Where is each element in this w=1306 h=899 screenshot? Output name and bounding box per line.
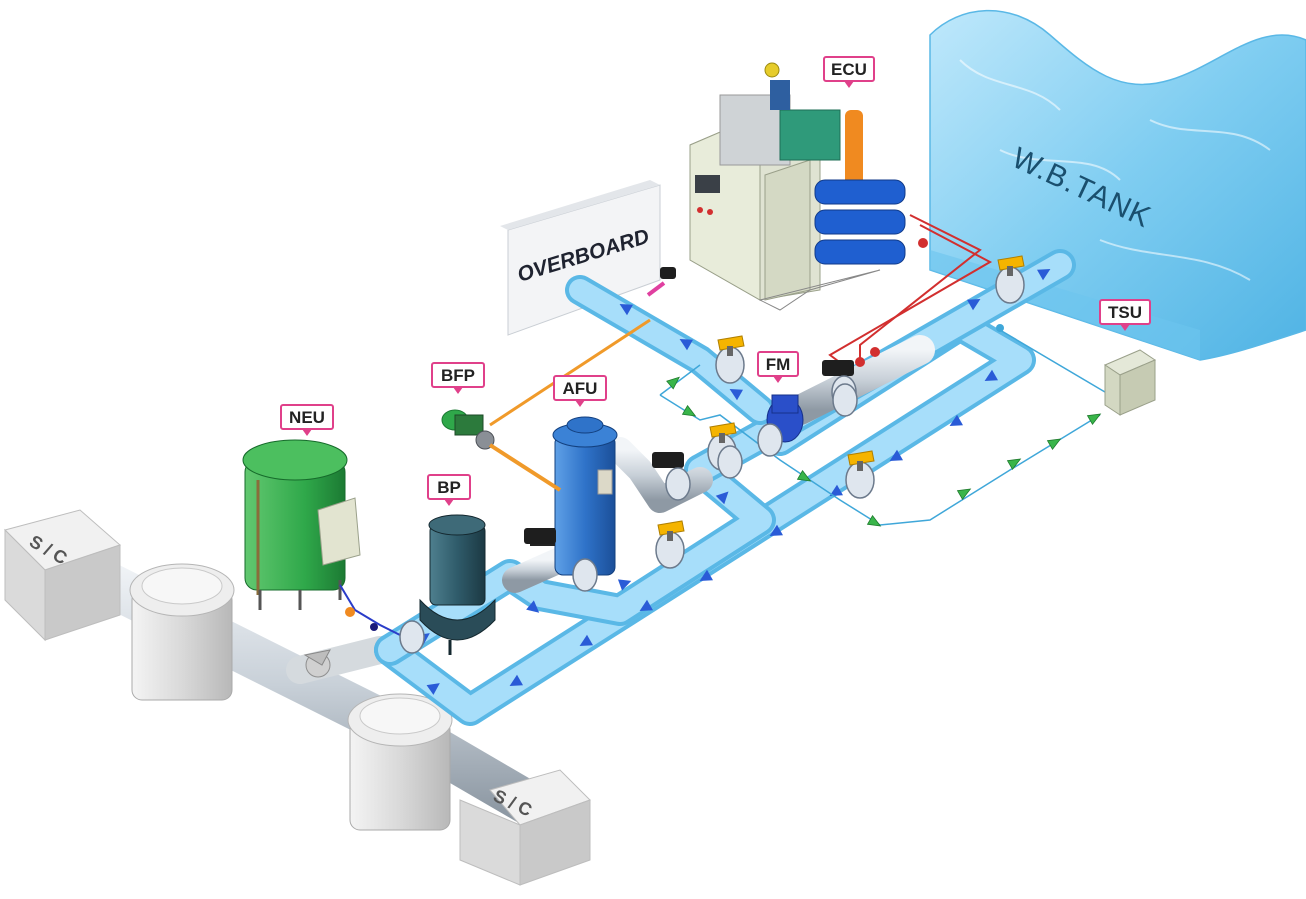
- butterfly-valve-icon: [845, 450, 875, 499]
- butterfly-valve-icon: [715, 335, 745, 384]
- label-bp-text: BP: [437, 478, 461, 497]
- flow-arrow-icon: [729, 389, 743, 401]
- ballast-pump: [419, 514, 496, 655]
- flow-arrow-icon: [949, 414, 963, 426]
- flow-arrow-icon: [619, 304, 633, 316]
- flow-arrow-icon: [509, 674, 523, 686]
- flow-arrow-icon: [829, 484, 843, 496]
- valve-actuator-icon: [646, 267, 676, 297]
- flow-arrow-icon: [889, 449, 903, 461]
- valve-actuator-icon: [524, 528, 556, 544]
- label-fm-text: FM: [766, 355, 791, 374]
- label-neu: NEU: [280, 404, 334, 436]
- backflush-pump: [441, 318, 651, 492]
- valve-actuator-icon: [652, 452, 691, 501]
- sea-chest-assembly: S / C S / C: [4, 509, 591, 886]
- sea-chest-top: S / C: [4, 509, 121, 642]
- sea-valve: [303, 649, 331, 678]
- label-tsu: TSU: [1099, 299, 1151, 331]
- strainer-lower: [347, 693, 453, 831]
- sampling-lines: [659, 324, 1111, 527]
- flow-arrow-icon: [984, 369, 998, 381]
- strainer-upper: [129, 563, 235, 701]
- flow-arrow-icon: [1037, 269, 1051, 281]
- flow-arrow-icon: [579, 634, 593, 646]
- flow-arrow-icon: [639, 599, 653, 611]
- label-bfp-text: BFP: [441, 366, 475, 385]
- butterfly-valve-icon: [655, 520, 685, 569]
- label-bfp: BFP: [431, 362, 485, 394]
- temperature-sensor-unit: [1103, 349, 1157, 416]
- label-fm: FM: [757, 351, 799, 383]
- label-ecu-text: ECU: [831, 60, 867, 79]
- flow-arrow-icon: [426, 683, 440, 695]
- flow-arrow-icon: [617, 579, 632, 591]
- label-afu-text: AFU: [563, 379, 598, 398]
- flow-arrow-icon: [679, 339, 693, 351]
- label-bp: BP: [427, 474, 471, 506]
- electrolytic-chlorination-unit: [689, 62, 906, 311]
- label-afu: AFU: [553, 375, 607, 407]
- valves: [399, 255, 1025, 654]
- neutralization-unit: [242, 439, 401, 636]
- flow-arrow-icon: [526, 600, 540, 613]
- automatic-filter-unit: [530, 416, 618, 576]
- butterfly-valve-icon: [995, 255, 1025, 304]
- sea-chest-bottom: S / C: [459, 769, 591, 886]
- ballast-water-piping: [374, 249, 1076, 726]
- flow-arrow-icon: [699, 569, 713, 581]
- label-tsu-text: TSU: [1108, 303, 1142, 322]
- label-ecu: ECU: [823, 56, 875, 88]
- flow-arrow-icon: [769, 524, 783, 536]
- flow-arrow-icon: [967, 299, 981, 311]
- label-neu-text: NEU: [289, 408, 325, 427]
